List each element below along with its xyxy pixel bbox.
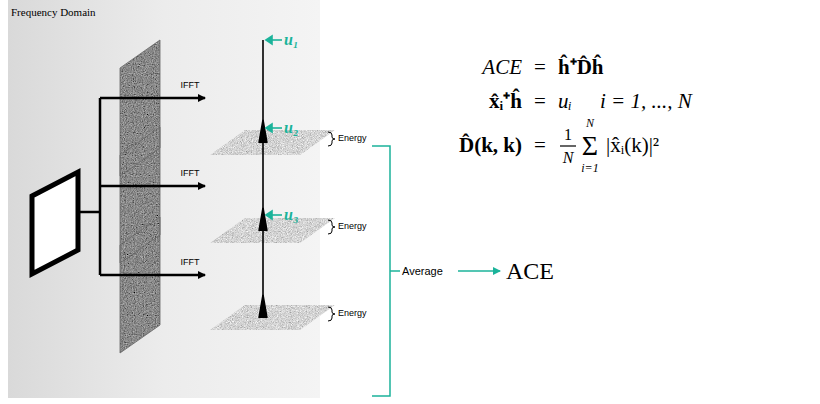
energy-label: Energy [338, 134, 367, 144]
fraction-bar [560, 145, 576, 146]
peak-pointers [266, 36, 282, 219]
equation-rhs: |x̂ᵢ(k)|² [606, 134, 659, 157]
average-bracket [372, 146, 500, 396]
equals-sign: = [534, 134, 546, 157]
ace-result: ACE [506, 258, 554, 284]
peak-label: u₁ [284, 31, 298, 49]
equation-lhs: x̂ᵢ⁺ĥ [489, 90, 522, 113]
ifft-label: IFFT [181, 258, 200, 268]
input-image [32, 172, 78, 274]
sum-upper-limit: N [586, 117, 594, 130]
sum-lower-limit: i=1 [581, 162, 598, 175]
domain-panel [8, 0, 320, 398]
equals-sign: = [534, 90, 546, 113]
correlation-surfaces [210, 40, 335, 330]
fraction-denominator: N [563, 149, 574, 167]
average-label: Average [402, 265, 443, 277]
peak-label: u₃ [284, 206, 298, 224]
energy-label: Energy [338, 222, 367, 232]
peak-label: u₂ [284, 119, 298, 137]
equation-rhs: ĥ⁺D̂ĥ [558, 56, 604, 79]
equation-rhs: uᵢ [558, 90, 572, 113]
energy-braces [328, 132, 335, 321]
ifft-label: IFFT [181, 81, 200, 91]
sum-symbol: Σ [582, 131, 598, 162]
frequency-plane [120, 217, 160, 353]
equals-sign: = [534, 56, 546, 79]
equation-lhs: ACE [482, 56, 522, 79]
ifft-arrows [78, 98, 205, 275]
ifft-label: IFFT [181, 169, 200, 179]
energy-label: Energy [338, 309, 367, 319]
equation-lhs: D̂(k, k) [459, 134, 522, 157]
fraction-numerator: 1 [564, 126, 572, 144]
index-range: i = 1, ..., N [600, 90, 692, 113]
panel-title: Frequency Domain [11, 6, 96, 18]
